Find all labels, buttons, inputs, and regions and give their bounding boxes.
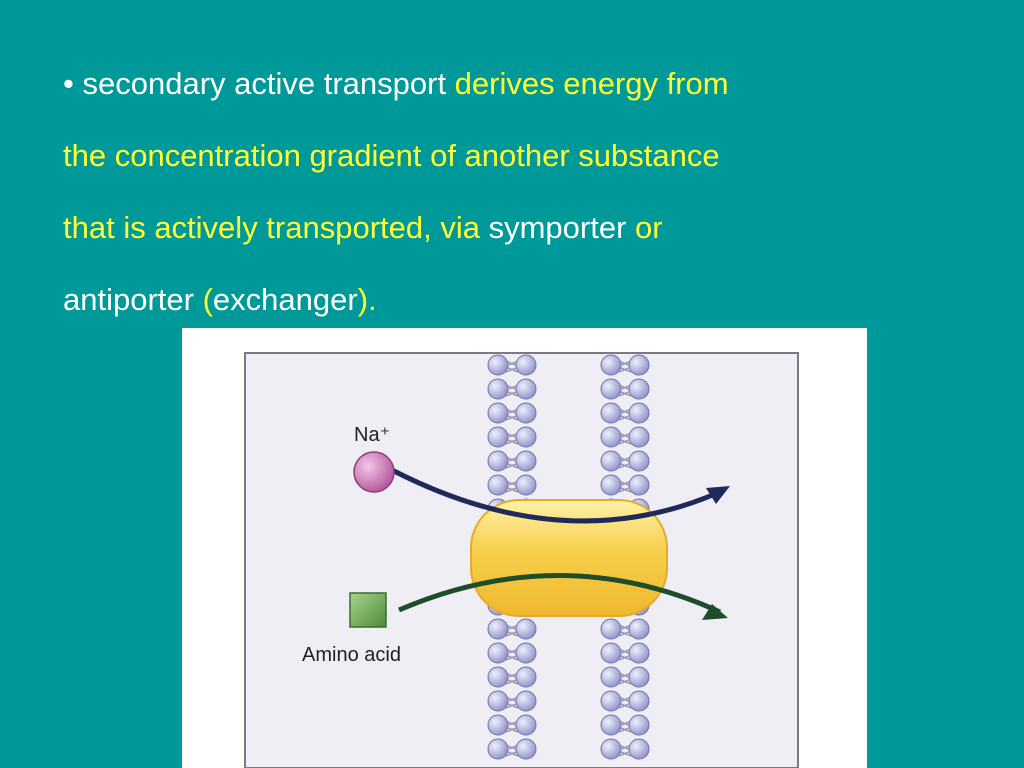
lipid-head (600, 378, 622, 400)
slide-text: • secondary active transport derives ene… (63, 48, 963, 336)
text-line-4: antiporter (exchanger). (63, 264, 963, 336)
lipid-head (487, 378, 509, 400)
text-or: or (626, 210, 663, 245)
amino-acid-square (349, 592, 387, 628)
lipid-head (515, 402, 537, 424)
lipid-head (487, 642, 509, 664)
term-symporter: symporter (488, 210, 627, 245)
lipid-head (628, 426, 650, 448)
lipid-tail (505, 745, 517, 757)
symporter-figure: actions and functions in the concentrati… (182, 328, 867, 768)
term-antiporter: antiporter (63, 282, 194, 317)
lipid-head (515, 474, 537, 496)
amino-acid-arrow (398, 573, 722, 615)
text-line-1: • secondary active transport derives ene… (63, 48, 963, 120)
lipid-head (600, 402, 622, 424)
lipid-tail (618, 361, 630, 373)
sodium-label: Na⁺ (354, 424, 391, 446)
lipid-head (628, 666, 650, 688)
amino-acid-arrowhead (702, 604, 728, 620)
lipid-head (487, 714, 509, 736)
lipid-head (515, 426, 537, 448)
lipid-tail (505, 697, 517, 709)
lipid-head (487, 738, 509, 760)
lipid-head (487, 402, 509, 424)
lipid-head (515, 666, 537, 688)
lipid-tail (505, 673, 517, 685)
lipid-tail (618, 697, 630, 709)
lipid-tail (505, 481, 517, 493)
lipid-head (515, 738, 537, 760)
lipid-tail (618, 409, 630, 421)
lipid-head (600, 642, 622, 664)
lipid-tail (618, 745, 630, 757)
lipid-head (628, 402, 650, 424)
paren-close: ). (357, 282, 377, 317)
lipid-head (600, 450, 622, 472)
lipid-head (600, 738, 622, 760)
bullet: • (63, 66, 74, 101)
symporter-protein (470, 499, 668, 617)
lipid-head (515, 354, 537, 376)
lipid-tail (618, 721, 630, 733)
lipid-head (600, 426, 622, 448)
lipid-head (628, 690, 650, 712)
lipid-head (600, 618, 622, 640)
sodium-ion (353, 451, 395, 493)
lipid-tail (618, 385, 630, 397)
sodium-arrowhead (706, 486, 730, 504)
lipid-head (487, 426, 509, 448)
lipid-head (628, 642, 650, 664)
lipid-head (628, 474, 650, 496)
term-secondary-active-transport: secondary active transport (82, 66, 447, 101)
lipid-tail (505, 721, 517, 733)
lipid-tail (618, 673, 630, 685)
lipid-head (628, 450, 650, 472)
lipid-head (600, 714, 622, 736)
lipid-tail (505, 409, 517, 421)
lipid-head (515, 690, 537, 712)
paren-open: ( (193, 282, 213, 317)
lipid-head (487, 690, 509, 712)
amino-acid-label: Amino acid (302, 644, 401, 666)
lipid-tail (618, 457, 630, 469)
lipid-head (487, 474, 509, 496)
lipid-head (628, 618, 650, 640)
lipid-tail (505, 361, 517, 373)
text-derives: derives energy from (446, 66, 729, 101)
text-line-3: that is actively transported, via sympor… (63, 192, 963, 264)
lipid-head (515, 642, 537, 664)
lipid-tail (618, 481, 630, 493)
lipid-tail (618, 649, 630, 661)
lipid-head (628, 354, 650, 376)
lipid-tail (618, 625, 630, 637)
lipid-head (600, 690, 622, 712)
lipid-tail (505, 457, 517, 469)
lipid-head (628, 738, 650, 760)
lipid-head (600, 474, 622, 496)
lipid-tail (505, 385, 517, 397)
lipid-head (487, 450, 509, 472)
lipid-tail (618, 433, 630, 445)
lipid-head (628, 378, 650, 400)
lipid-tail (505, 625, 517, 637)
text-via: that is actively transported, via (63, 210, 489, 245)
lipid-head (487, 618, 509, 640)
lipid-head (515, 618, 537, 640)
text-line-2: the concentration gradient of another su… (63, 138, 720, 173)
symporter-diagram: actions and functions in the concentrati… (244, 352, 799, 768)
lipid-tail (505, 433, 517, 445)
sodium-arrow (390, 467, 724, 524)
lipid-head (515, 714, 537, 736)
lipid-tail (505, 649, 517, 661)
lipid-head (515, 378, 537, 400)
term-exchanger: exchanger (212, 282, 358, 317)
lipid-head (487, 666, 509, 688)
lipid-head (600, 354, 622, 376)
lipid-head (628, 714, 650, 736)
lipid-head (487, 354, 509, 376)
lipid-head (515, 450, 537, 472)
lipid-head (600, 666, 622, 688)
